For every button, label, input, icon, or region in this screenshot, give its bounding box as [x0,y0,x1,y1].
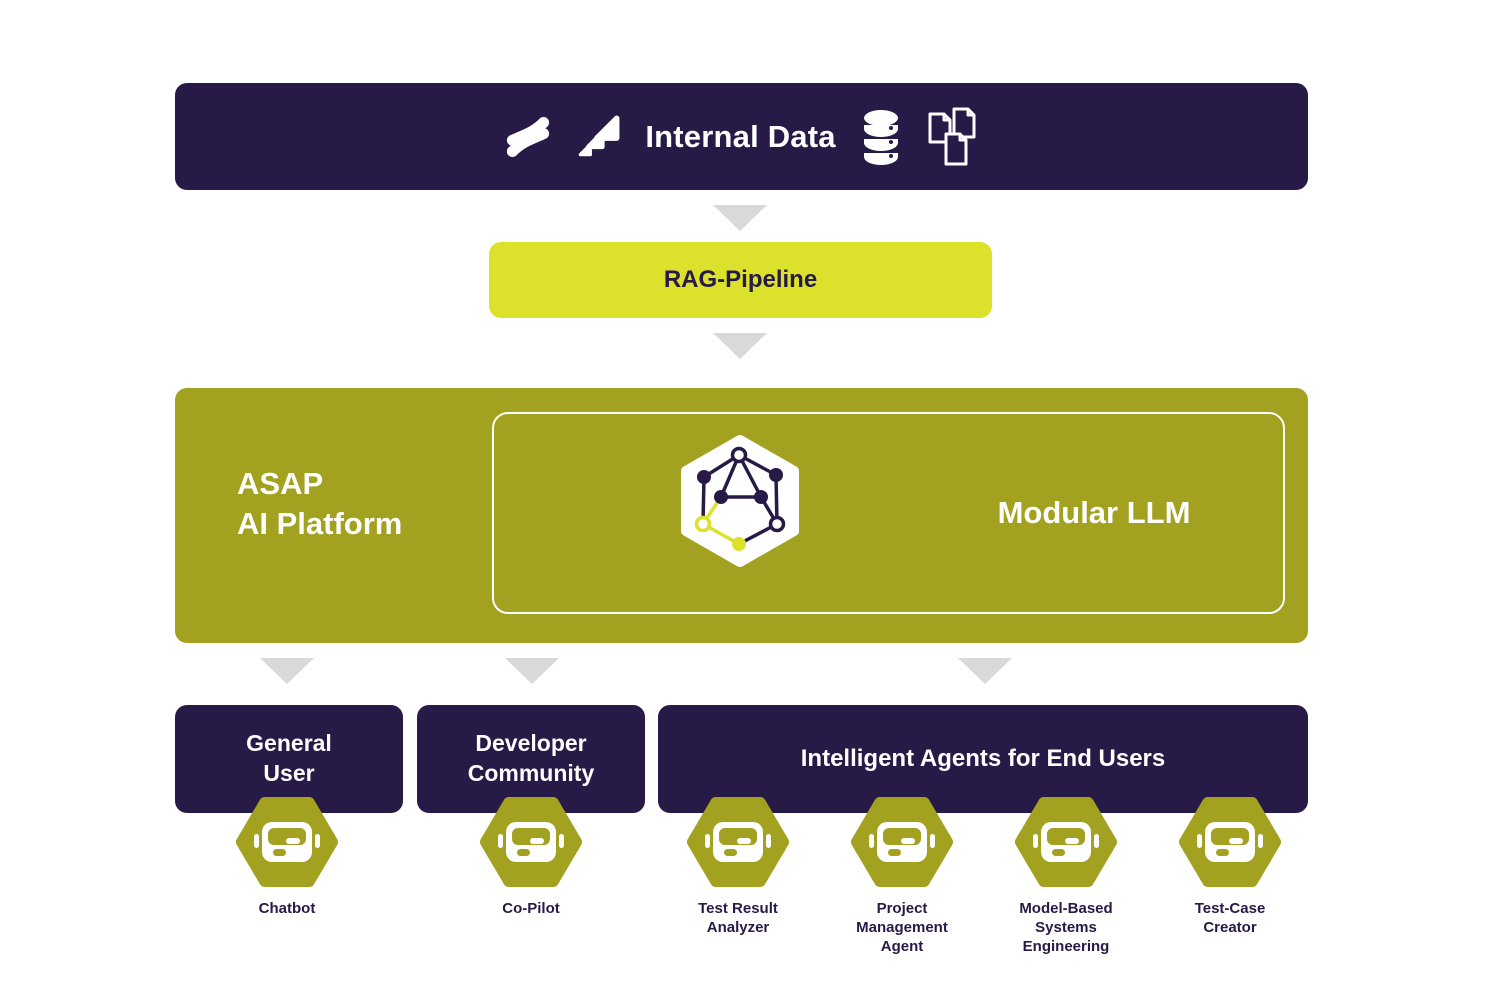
agent-co-pilot: Co-Pilot [451,797,611,919]
general-user-label: General User [246,730,332,786]
agent-label: Chatbot [258,900,316,917]
down-arrow-icon [260,658,314,684]
rag-pipeline-label: RAG-Pipeline [663,266,818,293]
asap-ai-platform-box: ASAP AI Platform [175,388,1308,643]
robot-hexagon-icon [851,797,953,887]
agent-test-result-analyzer: Test Result Analyzer [658,797,818,938]
down-arrow-icon [958,658,1012,684]
banner-title: Internal Data [645,118,836,154]
internal-data-banner: Internal Data [175,83,1308,190]
modular-llm-label: Modular LLM [997,495,1191,530]
robot-hexagon-icon [480,797,582,887]
agent-test-case-creator: Test-Case Creator [1150,797,1310,938]
robot-hexagon-icon [1179,797,1281,887]
agent-label: Project Management Agent [856,900,948,955]
documents-icon [928,107,976,165]
modular-llm-box: Modular LLM [492,412,1285,614]
robot-hexagon-icon [1015,797,1117,887]
robot-hexagon-icon [687,797,789,887]
general-user-box: General User [175,705,403,813]
developer-community-label: Developer Community [467,730,595,786]
down-arrow-icon [505,658,559,684]
agent-label: Model-Based Systems Engineering [1019,900,1113,955]
database-icon [863,109,898,165]
rag-pipeline-box: RAG-Pipeline [489,242,992,318]
agent-label: Test Result Analyzer [698,900,778,936]
down-arrow-icon [713,333,767,359]
down-arrow-icon [713,205,767,231]
agent-label: Co-Pilot [502,900,560,917]
intelligent-agents-box: Intelligent Agents for End Users [658,705,1308,813]
agent-project-management: Project Management Agent [822,797,982,956]
confluence-icon [507,116,550,157]
robot-hexagon-icon [236,797,338,887]
jira-icon [579,115,620,156]
agent-mbse: Model-Based Systems Engineering [986,797,1146,956]
network-hexagon-icon [681,435,799,567]
agent-chatbot: Chatbot [207,797,367,919]
platform-title: ASAP AI Platform [237,466,403,541]
intelligent-agents-label: Intelligent Agents for End Users [800,745,1166,773]
developer-community-box: Developer Community [417,705,645,813]
agent-label: Test-Case Creator [1194,900,1266,936]
